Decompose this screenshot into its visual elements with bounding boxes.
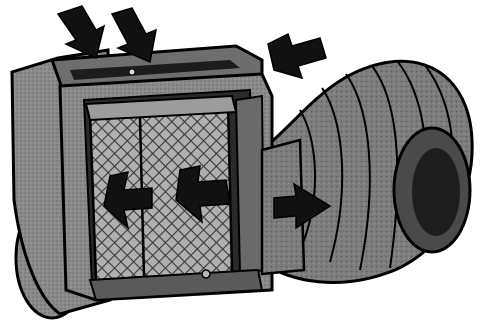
airflow-arrow-intake-1 [58, 6, 104, 58]
duct-opening-inner [412, 148, 460, 236]
housing-inner-panel [236, 96, 264, 274]
airflow-arrow-intake-3 [268, 34, 326, 78]
filter-housing [12, 46, 304, 314]
housing-screw [202, 270, 210, 278]
